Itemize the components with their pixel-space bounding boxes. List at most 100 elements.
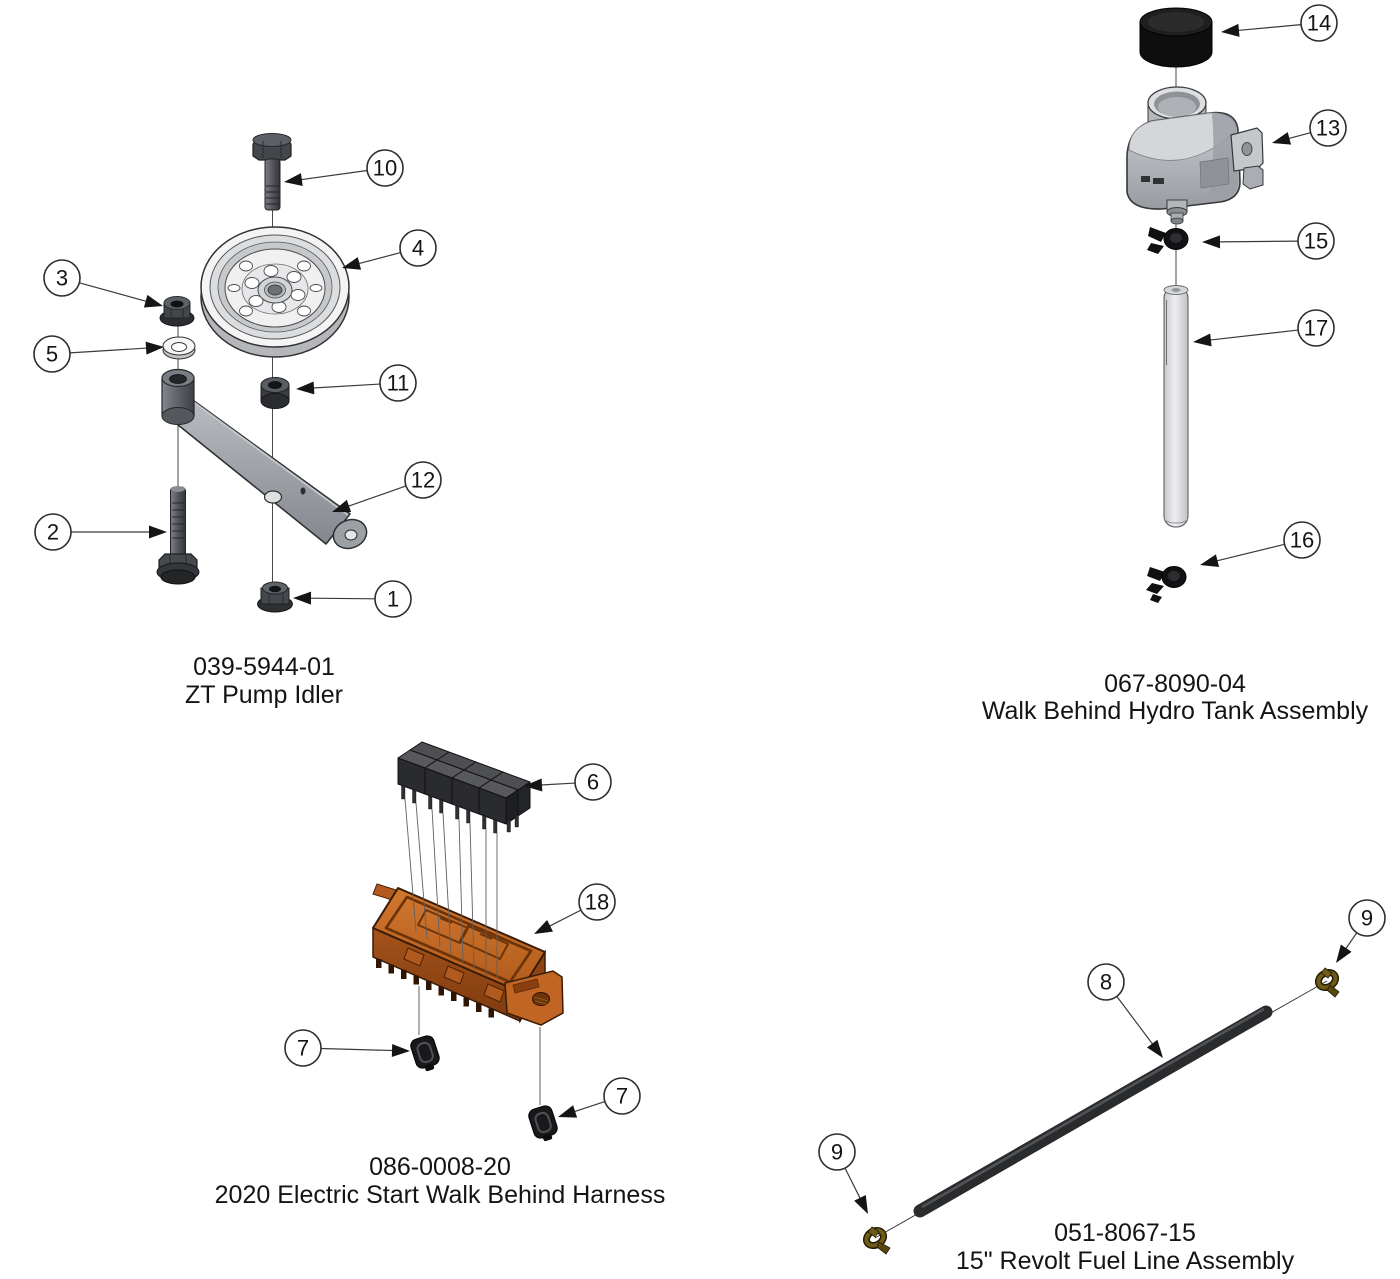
arm-boss-icon [161,368,195,425]
harness-clip-right-icon [528,1105,558,1142]
callout-bubble [374,580,412,618]
callout-zt-pump-idler-12: 12 [332,461,442,513]
callout-number: 17 [1304,316,1328,341]
leader-arrowhead-icon [1200,554,1220,568]
callout-electric-start-harness-7: 7 [558,1077,641,1118]
callout-number: 11 [387,371,410,396]
spacer-icon [260,377,290,409]
leader-arrowhead-icon [854,1194,868,1214]
callout-bubble [43,259,81,297]
hose-clamp-lower-icon [1146,566,1187,603]
callout-hydro-tank-14: 14 [1221,4,1338,42]
callout-bubble [603,1077,641,1115]
callout-zt-pump-idler-3: 3 [43,259,163,308]
callout-number: 4 [412,236,424,261]
leader-arrowhead-icon [332,499,352,513]
relay-block-icon [397,741,531,834]
bolt-short-icon [156,486,200,585]
leader-arrowhead-icon [1336,944,1352,963]
hydro-tank-artwork [1126,7,1264,603]
fuel-clamp-left-icon [862,1226,891,1255]
leader-arrowhead-icon [1202,235,1221,249]
leader-arrowhead-icon [293,591,312,605]
idler-arm-icon [161,397,368,550]
fuel-line-artwork [862,967,1340,1255]
callout-bubble [574,763,612,801]
leader-arrowhead-icon [149,525,167,539]
part-number-label: 039-5944-01 [193,653,335,681]
leader-arrowhead-icon [1147,1039,1163,1058]
callout-bubble [399,229,437,267]
tank-cap-icon [1139,7,1213,68]
part-number-label: 051-8067-15 [1054,1219,1196,1247]
callout-electric-start-harness-18: 18 [534,883,616,934]
callout-zt-pump-idler-2: 2 [34,513,167,551]
callout-number: 3 [56,266,68,291]
part-number-label: 067-8090-04 [1104,670,1246,698]
callout-hydro-tank-13: 13 [1272,109,1347,147]
hose-clamp-upper-icon [1147,227,1189,254]
leader-arrowhead-icon [524,778,543,792]
callout-number: 12 [411,468,435,493]
callout-electric-start-harness-6: 6 [524,763,612,801]
leader-arrowhead-icon [534,920,553,934]
leader-arrowhead-icon [145,341,164,355]
washer-icon [162,336,196,360]
callout-bubble [404,461,442,499]
fuse-box-icon [372,883,564,1026]
callout-bubble [34,513,72,551]
callout-number: 13 [1316,116,1340,141]
tank-tube-icon [1163,285,1189,528]
leader-arrowhead-icon [391,1043,410,1057]
part-name-label: Walk Behind Hydro Tank Assembly [982,697,1369,725]
callout-number: 16 [1290,528,1314,553]
leader-arrowhead-icon [143,294,163,308]
callout-bubble [284,1029,322,1067]
callout-bubble [1297,222,1335,260]
leader-arrowhead-icon [1221,23,1240,37]
callout-zt-pump-idler-1: 1 [293,580,412,618]
leader-arrowhead-icon [296,381,315,395]
idler-pulley-icon [200,226,350,358]
pump-idler-artwork [156,133,368,613]
callout-hydro-tank-17: 17 [1193,309,1335,347]
callout-number: 5 [46,342,58,367]
lock-nut-icon [159,296,195,327]
callout-number: 1 [387,587,399,612]
leader-arrowhead-icon [342,257,362,270]
callout-revolt-fuel-line-9: 9 [1336,899,1386,963]
callout-bubble [578,883,616,921]
callout-layer: 10 4 3 5 11 12 2 1 14 13 15 17 16 6 18 7 7 9 8 9 [33,4,1386,1214]
callout-bubble [1309,109,1347,147]
callout-revolt-fuel-line-9: 9 [818,1133,868,1214]
callout-bubble [1283,521,1321,559]
callout-zt-pump-idler-5: 5 [33,335,164,373]
leader-arrowhead-icon [558,1105,578,1118]
callout-bubble [1300,4,1338,42]
callout-number: 14 [1307,11,1331,36]
harness-artwork [372,741,564,1142]
fuel-clamp-right-icon [1314,967,1340,998]
callout-number: 15 [1304,229,1328,254]
callout-bubble [33,335,71,373]
callout-number: 7 [297,1036,309,1061]
callout-bubble [818,1133,856,1171]
part-name-label: ZT Pump Idler [185,681,343,709]
leader-arrowhead-icon [284,173,303,186]
callout-zt-pump-idler-11: 11 [296,364,417,402]
callout-bubble [1087,963,1125,1001]
fuel-hose-icon [913,1005,1273,1218]
callout-bubble [1348,899,1386,937]
part-name-label: 15" Revolt Fuel Line Assembly [956,1247,1295,1275]
part-name-label: 2020 Electric Start Walk Behind Harness [215,1181,666,1209]
callout-number: 18 [585,890,609,915]
flange-nut-icon [257,581,293,613]
callout-number: 9 [831,1140,843,1165]
callout-number: 8 [1100,970,1112,995]
harness-clip-left-icon [410,1035,440,1072]
callout-number: 10 [373,156,397,181]
callout-number: 7 [616,1084,628,1109]
callout-number: 9 [1361,906,1373,931]
